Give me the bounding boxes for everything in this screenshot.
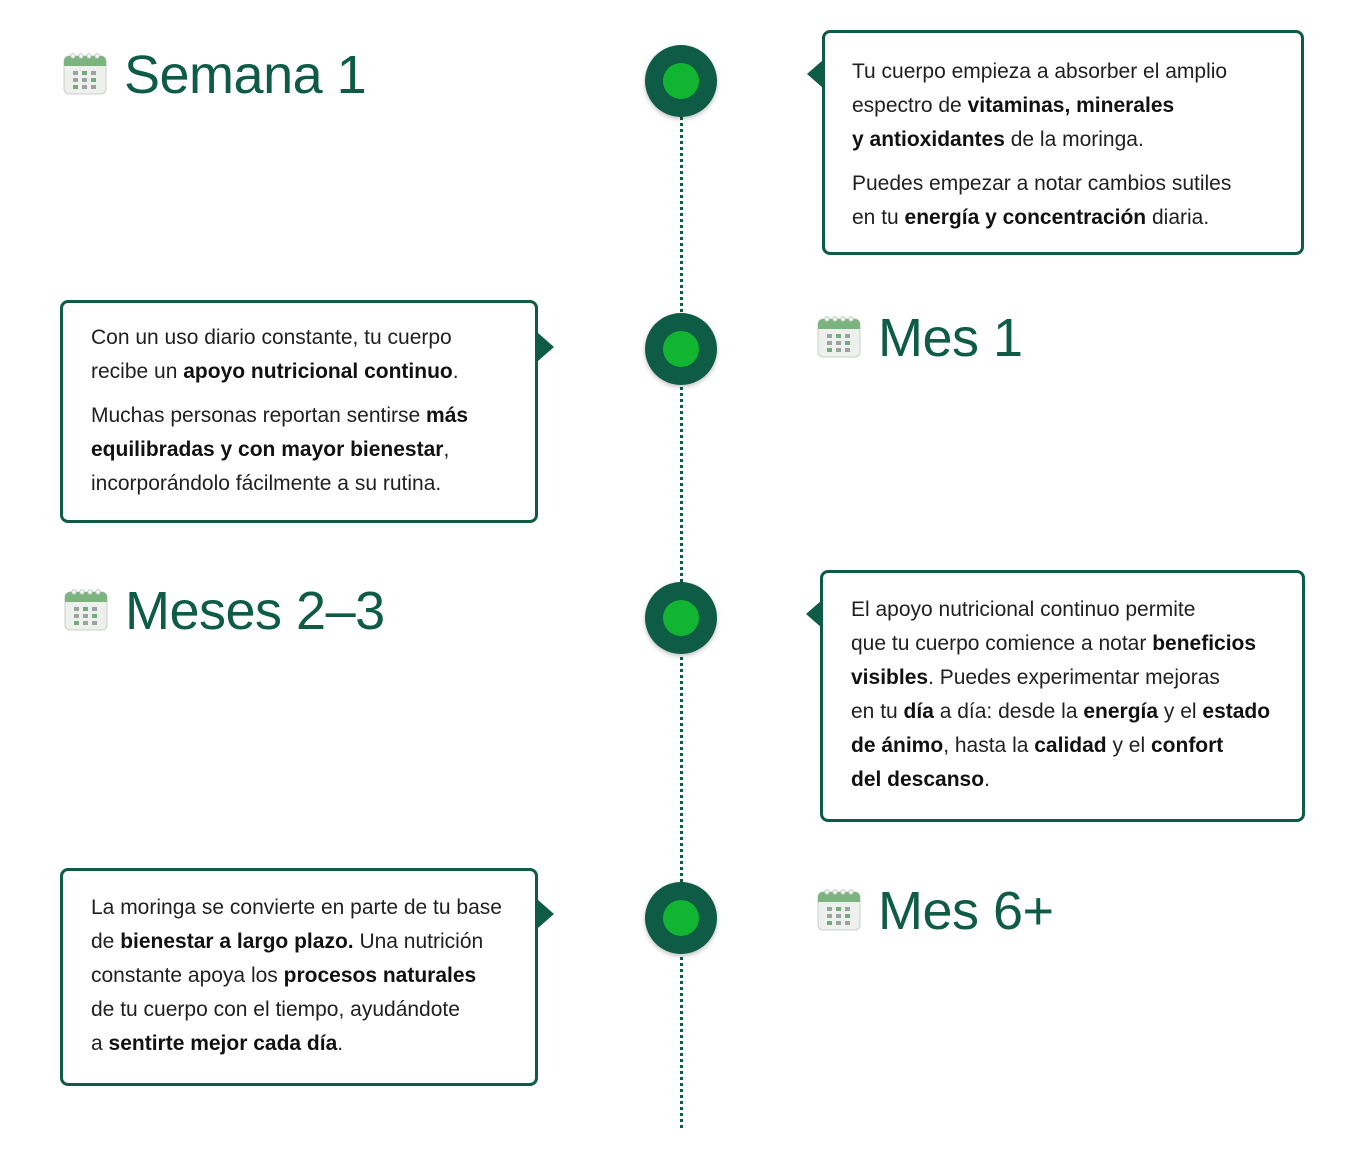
- emphasis-text: beneficios: [1152, 632, 1257, 655]
- body-text: .: [452, 360, 459, 383]
- stage-card-mes-1: Con un uso diario constante, tu cuerpo r…: [60, 300, 538, 523]
- body-text: ,: [443, 438, 450, 461]
- timeline-node-semana-1: [645, 45, 717, 117]
- emphasis-text: bienestar a largo plazo.: [120, 930, 354, 953]
- body-text: recibe un: [91, 360, 184, 383]
- body-text: que tu cuerpo comience a notar: [851, 632, 1153, 655]
- calendar-icon: [816, 313, 862, 364]
- body-text: incorporándolo fácilmente a su rutina.: [91, 472, 442, 495]
- calendar-icon: [816, 886, 862, 937]
- emphasis-text: calidad: [1034, 734, 1107, 757]
- body-text: La moringa se convierte en parte de tu b…: [91, 896, 502, 919]
- card-pointer: [806, 600, 822, 628]
- emphasis-text: procesos naturales: [283, 964, 477, 987]
- body-text: .: [984, 768, 990, 791]
- body-text: de la moringa.: [1004, 128, 1144, 151]
- stage-heading-mes-1: Mes 1: [816, 307, 1023, 369]
- stage-heading-meses-2-3: Meses 2–3: [63, 580, 385, 642]
- emphasis-text: vitaminas, minerales: [967, 94, 1175, 117]
- timeline-node-meses-2-3: [645, 582, 717, 654]
- body-text: diaria.: [1146, 206, 1210, 229]
- paragraph-gap: [91, 389, 509, 399]
- emphasis-text: apoyo nutricional continuo: [183, 360, 453, 383]
- emphasis-text: energía y concentración: [904, 206, 1147, 229]
- body-text: espectro de: [852, 94, 968, 117]
- stage-card-semana-1: Tu cuerpo empieza a absorber el amplio e…: [822, 30, 1304, 255]
- timeline-node-dot: [663, 900, 699, 936]
- timeline-node-dot: [663, 63, 699, 99]
- body-text: en tu: [852, 206, 905, 229]
- body-text: de: [91, 930, 121, 953]
- calendar-icon: [62, 50, 108, 101]
- emphasis-text: estado: [1202, 700, 1271, 723]
- body-text: en tu: [851, 700, 904, 723]
- card-paragraph: Tu cuerpo empieza a absorber el amplio e…: [852, 55, 1275, 157]
- calendar-icon: [63, 586, 109, 637]
- paragraph-gap: [852, 157, 1275, 167]
- emphasis-text: del descanso: [851, 768, 985, 791]
- body-text: Tu cuerpo empieza a absorber el amplio: [852, 60, 1228, 83]
- body-text: El apoyo nutricional continuo permite: [851, 598, 1196, 621]
- body-text: Con un uso diario constante, tu cuerpo: [91, 326, 452, 349]
- body-text: . Puedes experimentar mejoras: [928, 666, 1220, 689]
- body-text: de tu cuerpo con el tiempo, ayudándote: [91, 998, 460, 1021]
- stage-heading-semana-1: Semana 1: [62, 44, 367, 106]
- timeline-node-mes-1: [645, 313, 717, 385]
- timeline-node-dot: [663, 331, 699, 367]
- stage-title: Mes 1: [878, 308, 1023, 368]
- emphasis-text: día: [903, 700, 934, 723]
- body-text: Una nutrición: [353, 930, 484, 953]
- card-pointer: [538, 333, 554, 361]
- card-paragraph: Muchas personas reportan sentirse más equ…: [91, 399, 509, 501]
- body-text: constante apoya los: [91, 964, 284, 987]
- card-paragraph: El apoyo nutricional continuo permite qu…: [851, 593, 1282, 797]
- emphasis-text: energía: [1083, 700, 1159, 723]
- card-paragraph: La moringa se convierte en parte de tu b…: [91, 891, 517, 1061]
- body-text: Puedes empezar a notar cambios sutiles: [852, 172, 1232, 195]
- timeline-node-mes-6: [645, 882, 717, 954]
- stage-title: Mes 6+: [878, 881, 1054, 941]
- emphasis-text: y antioxidantes: [852, 128, 1005, 151]
- timeline-node-dot: [663, 600, 699, 636]
- card-paragraph: Puedes empezar a notar cambios sutiles e…: [852, 167, 1275, 235]
- body-text: y el: [1158, 700, 1203, 723]
- body-text: a día: desde la: [933, 700, 1084, 723]
- card-paragraph: Con un uso diario constante, tu cuerpo r…: [91, 321, 509, 389]
- card-pointer: [807, 60, 823, 88]
- emphasis-text: equilibradas y con mayor bienestar: [91, 438, 444, 461]
- card-pointer: [538, 900, 554, 928]
- emphasis-text: visibles: [851, 666, 929, 689]
- emphasis-text: más: [426, 404, 469, 427]
- body-text: , hasta la: [943, 734, 1035, 757]
- body-text: a: [91, 1032, 109, 1055]
- body-text: .: [337, 1032, 344, 1055]
- emphasis-text: confort: [1150, 734, 1224, 757]
- stage-title: Meses 2–3: [125, 581, 385, 641]
- body-text: y el: [1106, 734, 1151, 757]
- body-text: Muchas personas reportan sentirse: [91, 404, 427, 427]
- emphasis-text: de ánimo: [851, 734, 944, 757]
- stage-title: Semana 1: [124, 45, 367, 105]
- stage-card-meses-2-3: El apoyo nutricional continuo permite qu…: [820, 570, 1305, 822]
- stage-heading-mes-6: Mes 6+: [816, 880, 1054, 942]
- emphasis-text: sentirte mejor cada día: [108, 1032, 338, 1055]
- stage-card-mes-6: La moringa se convierte en parte de tu b…: [60, 868, 538, 1086]
